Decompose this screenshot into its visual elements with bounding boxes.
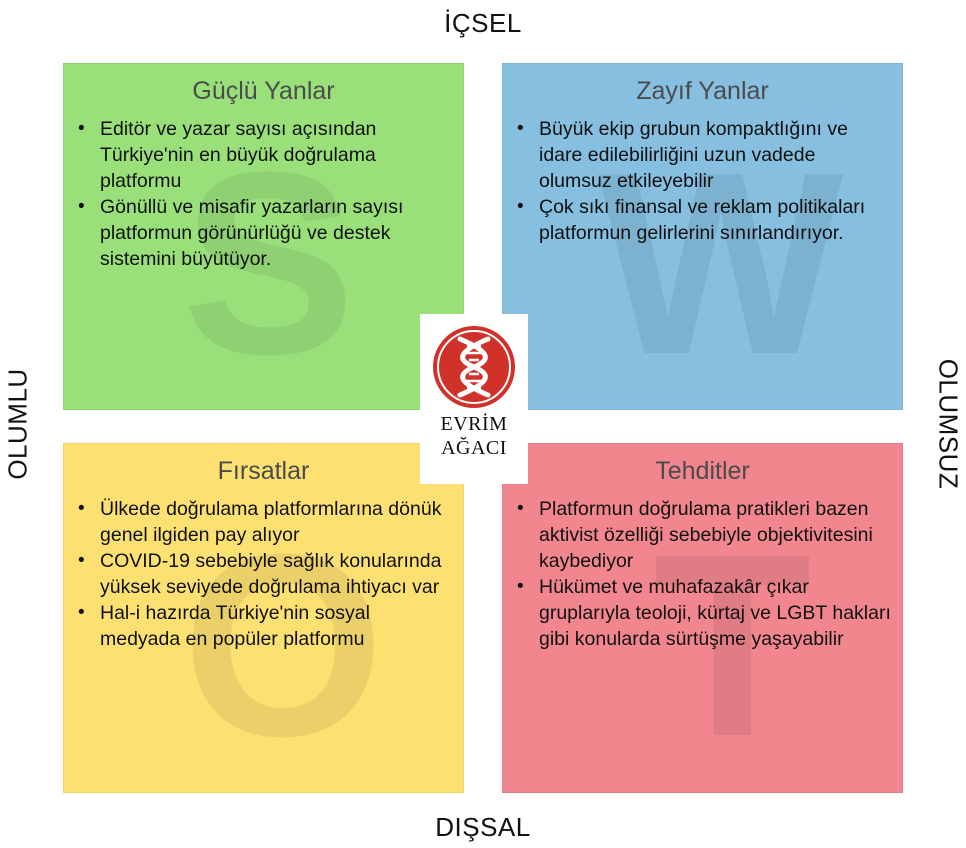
list-item: Hükümet ve muhafazakâr çıkar gruplarıyla… bbox=[517, 574, 892, 652]
list-item: Çok sıkı finansal ve reklam politikaları… bbox=[517, 194, 892, 246]
axis-label-internal: İÇSEL bbox=[444, 8, 522, 38]
quadrant-threats: T Tehditler Platformun doğrulama pratikl… bbox=[502, 443, 903, 793]
list-item: Büyük ekip grubun kompaktlığını ve idare… bbox=[517, 116, 892, 194]
list-item: Platformun doğrulama pratikleri bazen ak… bbox=[517, 496, 892, 574]
list-item: Hal-i hazırda Türkiye'nin sosyal medyada… bbox=[78, 600, 453, 652]
logo-text-line2: AĞACI bbox=[441, 437, 507, 459]
quadrant-weaknesses: W Zayıf Yanlar Büyük ekip grubun kompakt… bbox=[502, 63, 903, 410]
weaknesses-list: Büyük ekip grubun kompaktlığını ve idare… bbox=[517, 116, 892, 246]
quadrant-title-weaknesses: Zayıf Yanlar bbox=[636, 77, 769, 105]
quadrant-opportunities: O Fırsatlar Ülkede doğrulama platformlar… bbox=[63, 443, 464, 793]
axis-label-positive: OLUMLU bbox=[2, 368, 33, 480]
list-item: Gönüllü ve misafir yazarların sayısı pla… bbox=[78, 194, 453, 272]
evrim-agaci-logo: EVRİM AĞACI bbox=[420, 314, 528, 484]
axis-label-external: DIŞSAL bbox=[435, 812, 531, 842]
logo-text-line1: EVRİM bbox=[440, 413, 508, 435]
strengths-list: Editör ve yazar sayısı açısından Türkiye… bbox=[78, 116, 453, 272]
quadrant-strengths: S Güçlü Yanlar Editör ve yazar sayısı aç… bbox=[63, 63, 464, 410]
quadrant-title-threats: Tehditler bbox=[655, 457, 750, 485]
quadrant-title-opportunities: Fırsatlar bbox=[217, 457, 310, 485]
list-item: Ülkede doğrulama platformlarına dönük ge… bbox=[78, 496, 453, 548]
axis-label-negative: OLUMSUZ bbox=[933, 358, 964, 490]
list-item: Editör ve yazar sayısı açısından Türkiye… bbox=[78, 116, 453, 194]
threats-list: Platformun doğrulama pratikleri bazen ak… bbox=[517, 496, 892, 652]
dna-helix-icon bbox=[433, 326, 515, 408]
list-item: COVID-19 sebebiyle sağlık konularında yü… bbox=[78, 548, 453, 600]
opportunities-list: Ülkede doğrulama platformlarına dönük ge… bbox=[78, 496, 453, 652]
quadrant-title-strengths: Güçlü Yanlar bbox=[192, 77, 335, 105]
